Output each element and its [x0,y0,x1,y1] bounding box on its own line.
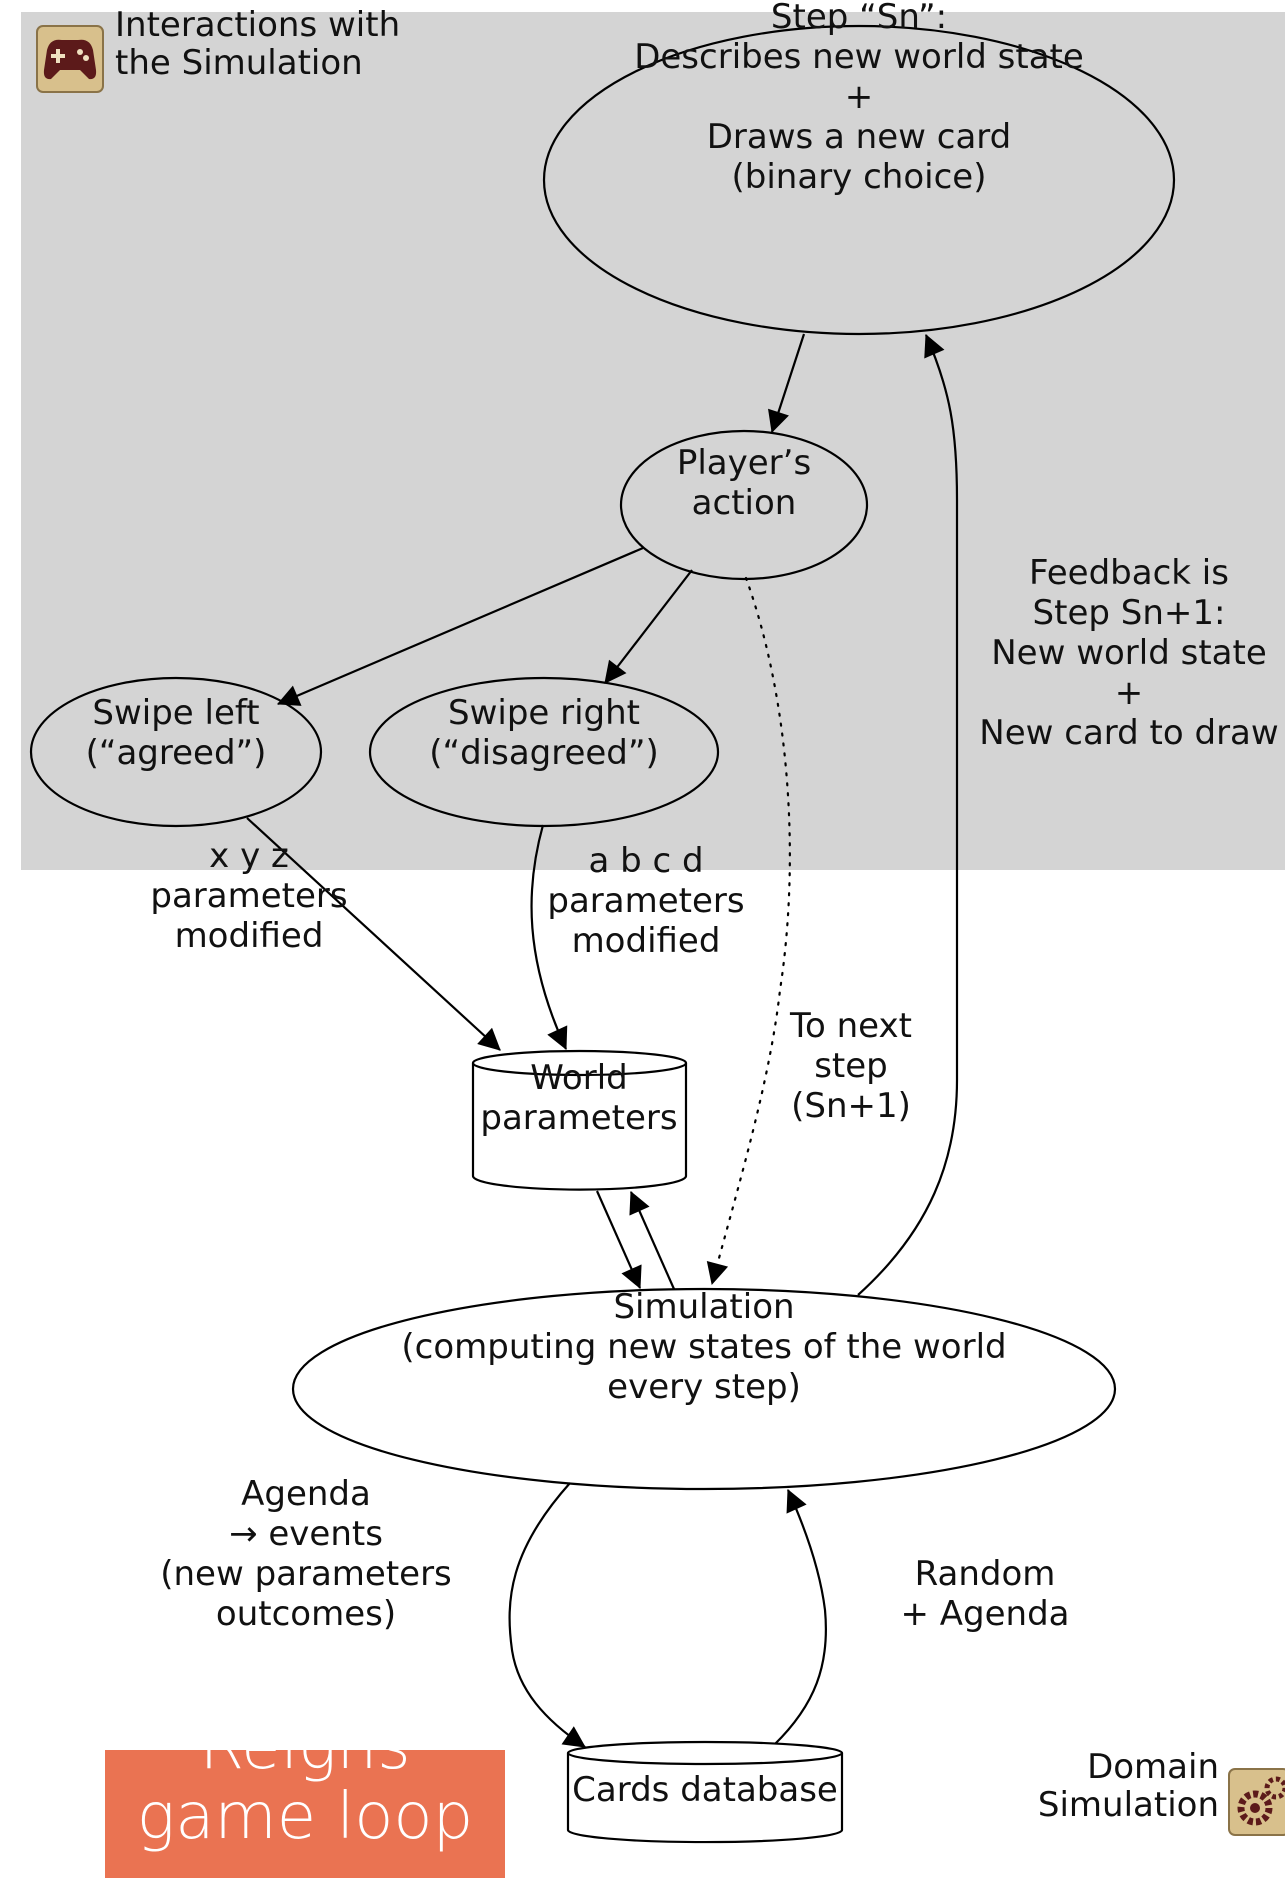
nodes [29,24,1176,1844]
text-line: Feedback is [1029,553,1229,593]
edges [246,333,959,1748]
text-line: modified [175,916,324,956]
text-line: outcomes) [216,1594,396,1634]
text-line: Simulation [613,1287,794,1327]
edge-player-to-simulation-dotted [706,576,791,1286]
step-node-label: Step “Sn”:Describes new world state+Draw… [634,0,1084,197]
text-line: + [845,77,874,117]
text-line: modified [572,921,721,961]
text-line: Step Sn+1: [1033,593,1226,633]
text-line: a b c d [588,841,703,881]
interactions-cluster [21,12,1285,870]
text-line: (Sn+1) [791,1086,911,1126]
text-line: Agenda [241,1474,371,1514]
text-line: Random [915,1554,1056,1594]
text-line: parameters [547,881,744,921]
text-line: To next [789,1006,912,1046]
text-line: Describes new world state [634,37,1084,77]
text-line: (computing new states of the world [401,1327,1006,1367]
text-line: parameters [480,1098,677,1138]
text-line: (new parameters [160,1554,452,1594]
text-line: (“agreed”) [86,733,267,773]
text-line: every step) [607,1367,801,1407]
edge-simulation-to-world [629,1190,676,1290]
text-line: (“disagreed”) [429,733,659,773]
world-parameters-node [471,1049,688,1191]
text-line: New world state [991,633,1267,673]
edge-simulation-to-cards [508,1482,586,1748]
swipe-left-label: Swipe left(“agreed”) [86,693,267,773]
text-line: + [1115,673,1144,713]
text-line: → events [229,1514,383,1554]
swipe-right-node [368,676,720,828]
gears-icon [1228,1768,1285,1836]
text-line: the Simulation [115,43,363,83]
edge-cards-to-simulation [773,1488,827,1746]
edge-player-to-swipe-left [276,546,644,706]
swipe-right-label: Swipe right(“disagreed”) [429,693,659,773]
gamepad-icon [36,25,104,93]
text-line: Simulation [1038,1785,1219,1825]
simulation-label: Simulation(computing new states of the w… [401,1287,1006,1407]
text-line: Player’s [677,443,811,483]
text-line: New card to draw [979,713,1278,753]
cards-database-node [566,1740,844,1844]
swipe-left-node [29,676,323,828]
text-line: World [530,1058,627,1098]
edge-player-to-swipe-right [604,569,693,684]
player-action-node [619,429,869,581]
simulation-node [291,1287,1117,1491]
text-line: Interactions with [115,5,400,45]
text-line: Swipe right [448,693,640,733]
random-edge-label: Random+ Agenda [900,1554,1069,1634]
edge-simulation-to-step-feedback [857,333,959,1296]
text-line: x y z [209,836,289,876]
text-line: Step “Sn”: [771,0,947,37]
text-line: game loop [137,1780,473,1854]
step-node [542,24,1176,336]
cards-database-label: Cards database [572,1770,838,1810]
text-line: Domain [1087,1747,1219,1787]
edge-swipe-left-to-world [246,817,501,1051]
text-line: Cards database [572,1770,838,1810]
edge-step-to-player-action [768,333,806,434]
edge-world-to-simulation [595,1190,642,1290]
text-line: Swipe left [92,693,259,733]
text-line: step [814,1046,888,1086]
edge-swipe-right-to-world [530,824,568,1050]
text-line: Draws a new card [707,117,1012,157]
text-line: action [692,483,797,523]
text-line: parameters [150,876,347,916]
text-line: (binary choice) [732,157,987,197]
text-line: + Agenda [900,1594,1069,1634]
text-line: Reigns [199,1710,410,1784]
